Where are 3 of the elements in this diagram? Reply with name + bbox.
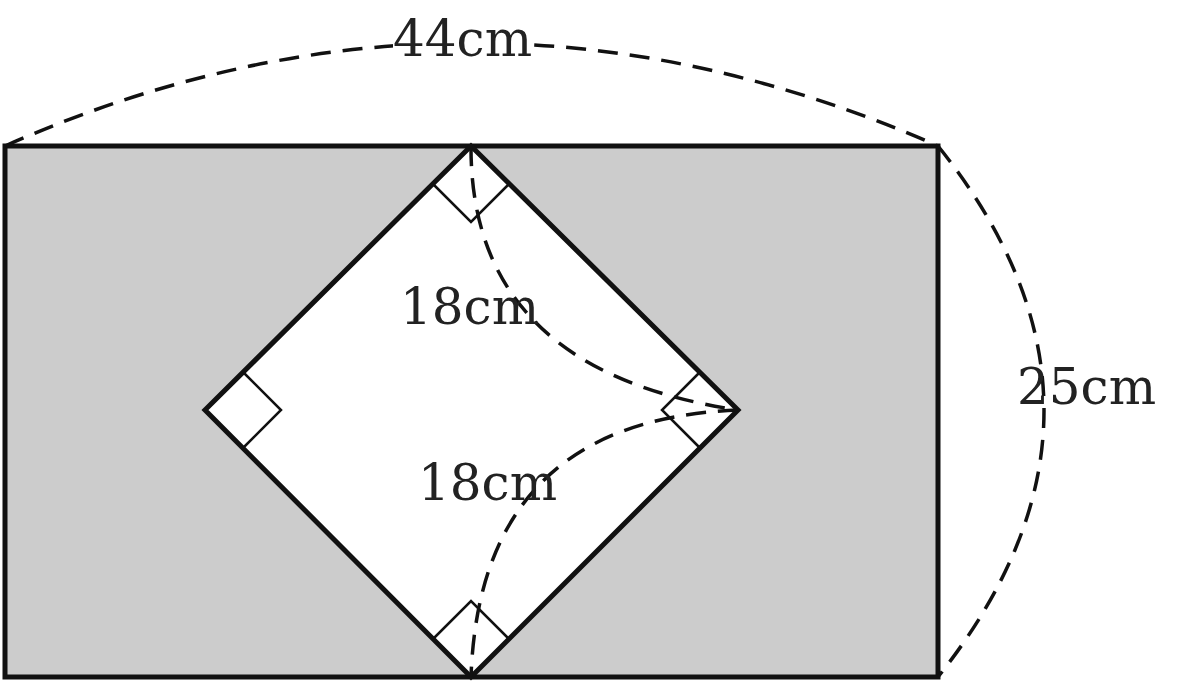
dimension-label: 18cm <box>418 458 558 508</box>
dimension-label: 18cm <box>400 282 540 332</box>
dimension-label: 25cm <box>1017 362 1157 412</box>
